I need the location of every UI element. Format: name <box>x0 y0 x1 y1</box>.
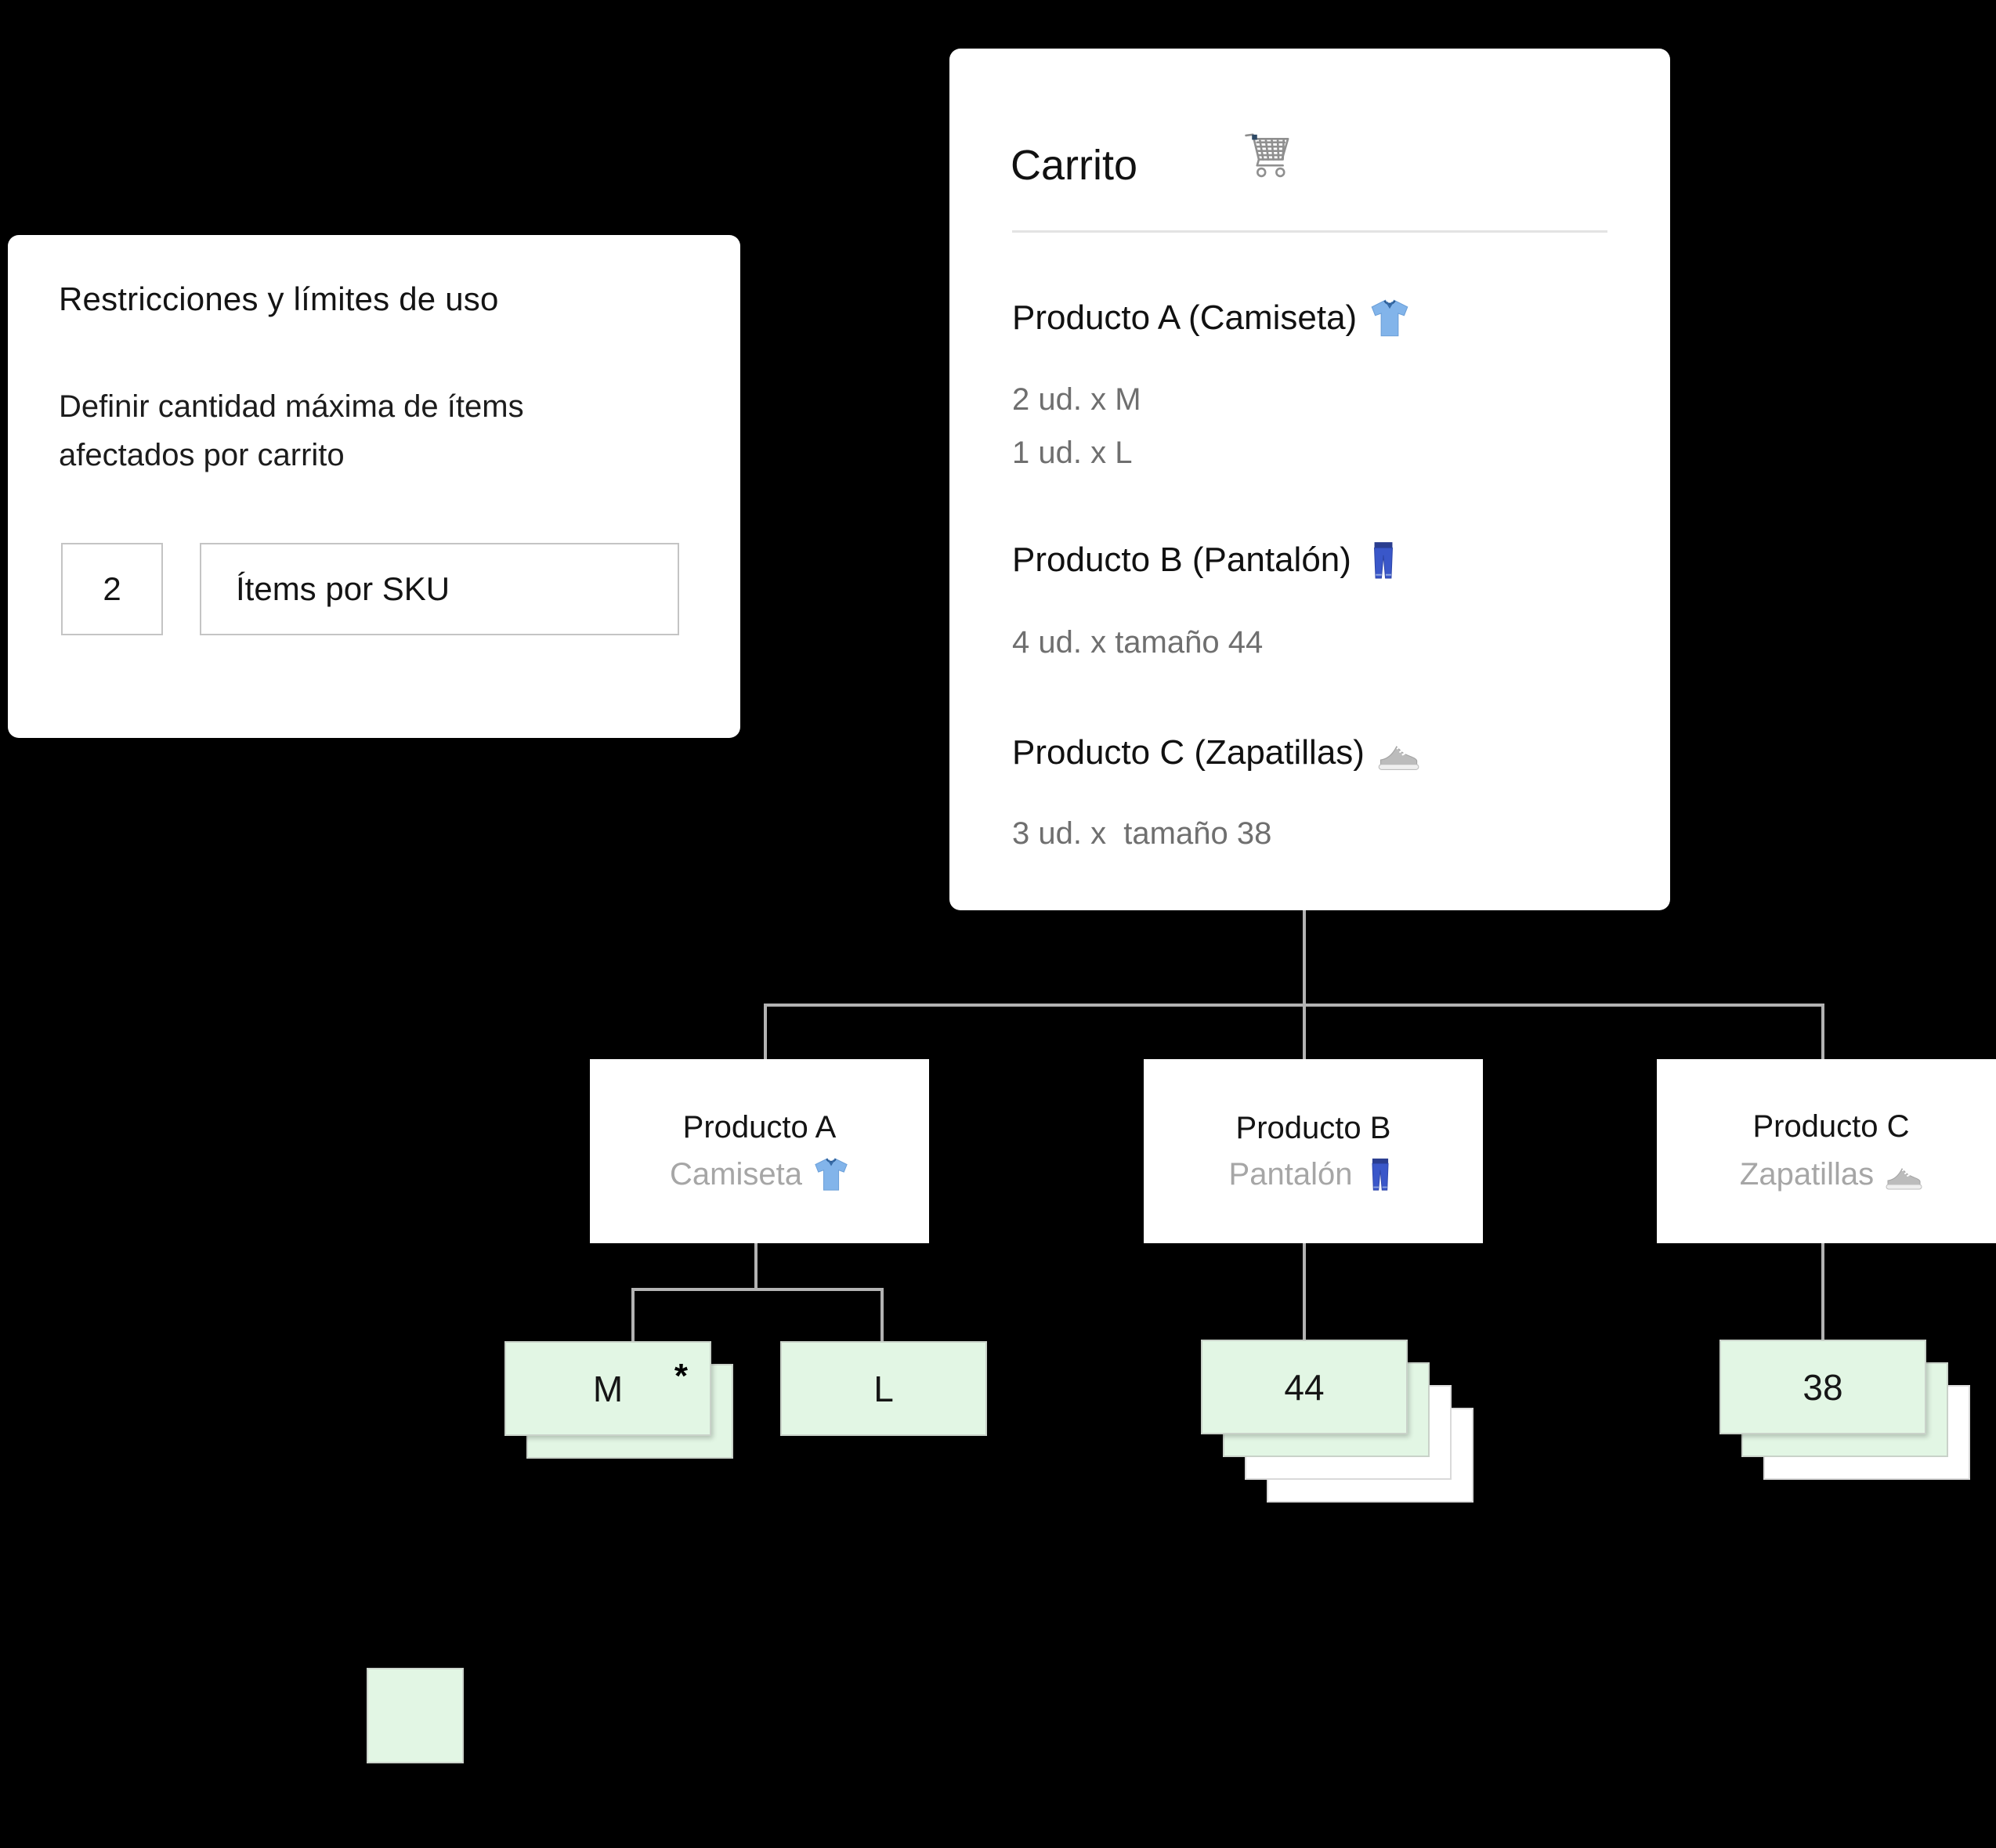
product-node-c: Producto C Zapatillas <box>1657 1059 1996 1243</box>
product-node-subtitle: Pantalón <box>1228 1156 1353 1192</box>
cart-item-producto-c: Producto C (Zapatillas) <box>1012 732 1419 774</box>
connector-drop-b <box>1303 1004 1306 1059</box>
sku-label: 44 <box>1284 1366 1325 1408</box>
product-node-subtitle: Zapatillas <box>1739 1156 1875 1192</box>
connector-cart-trunk <box>1303 910 1306 1005</box>
connector-a-drop-l <box>880 1288 884 1341</box>
asterisk-marker: * <box>674 1357 688 1395</box>
cart-card: Carrito Producto A (Camiseta) <box>949 49 1670 910</box>
cart-item-quantity: 4 ud. x tamaño 44 <box>1012 625 1264 660</box>
cart-title: Carrito <box>1011 142 1138 189</box>
cart-item-name: Producto C (Zapatillas) <box>1012 733 1365 772</box>
sneaker-icon <box>1885 1155 1922 1193</box>
product-node-b: Producto B Pantalón <box>1144 1059 1483 1243</box>
product-node-subtitle: Camiseta <box>670 1156 802 1192</box>
connector-main-horizontal <box>764 1004 1824 1007</box>
restrictions-description: Definir cantidad máxima de ítems afectad… <box>59 389 524 472</box>
connector-a-fork <box>631 1288 884 1291</box>
sku-node-m: M * <box>504 1341 711 1436</box>
tshirt-icon <box>813 1156 849 1192</box>
sku-node-l: L <box>780 1341 987 1436</box>
cart-item-name: Producto B (Pantalón) <box>1012 541 1351 579</box>
cart-divider <box>1012 230 1607 233</box>
sneaker-icon <box>1377 732 1419 774</box>
max-items-quantity-input[interactable] <box>61 543 163 635</box>
cart-item-quantity: 2 ud. x M <box>1012 382 1141 417</box>
connector-b-drop <box>1303 1243 1306 1340</box>
cart-item-producto-a: Producto A (Camiseta) <box>1012 298 1410 338</box>
sku-node-44: 44 <box>1201 1340 1408 1434</box>
tshirt-icon <box>1369 298 1410 338</box>
connector-a-trunk <box>754 1243 758 1289</box>
sku-label: L <box>873 1368 894 1409</box>
sku-node-38: 38 <box>1719 1340 1926 1434</box>
connector-drop-c <box>1821 1004 1824 1059</box>
product-node-title: Producto C <box>1752 1109 1910 1144</box>
cart-item-quantity: 3 ud. x tamaño 38 <box>1012 816 1272 851</box>
jeans-icon <box>1363 1157 1398 1192</box>
product-node-a: Producto A Camiseta <box>590 1059 929 1243</box>
restrictions-title: Restricciones y límites de uso <box>59 280 499 317</box>
cart-item-quantity: 1 ud. x L <box>1012 436 1133 470</box>
connector-c-drop <box>1821 1243 1824 1340</box>
jeans-icon <box>1364 541 1403 580</box>
product-node-title: Producto B <box>1235 1110 1391 1145</box>
shopping-cart-icon <box>1241 127 1296 182</box>
connector-a-drop-m <box>631 1288 635 1341</box>
product-node-title: Producto A <box>682 1110 837 1145</box>
cart-item-producto-b: Producto B (Pantalón) <box>1012 541 1403 580</box>
cart-item-name: Producto A (Camiseta) <box>1012 298 1358 337</box>
sku-label: 38 <box>1803 1366 1843 1408</box>
items-per-sku-field[interactable] <box>200 543 679 635</box>
legend-affected-swatch <box>367 1668 464 1763</box>
connector-drop-a <box>764 1004 767 1059</box>
sku-label: M <box>592 1368 624 1409</box>
restrictions-card: Restricciones y límites de uso Definir c… <box>8 235 740 738</box>
